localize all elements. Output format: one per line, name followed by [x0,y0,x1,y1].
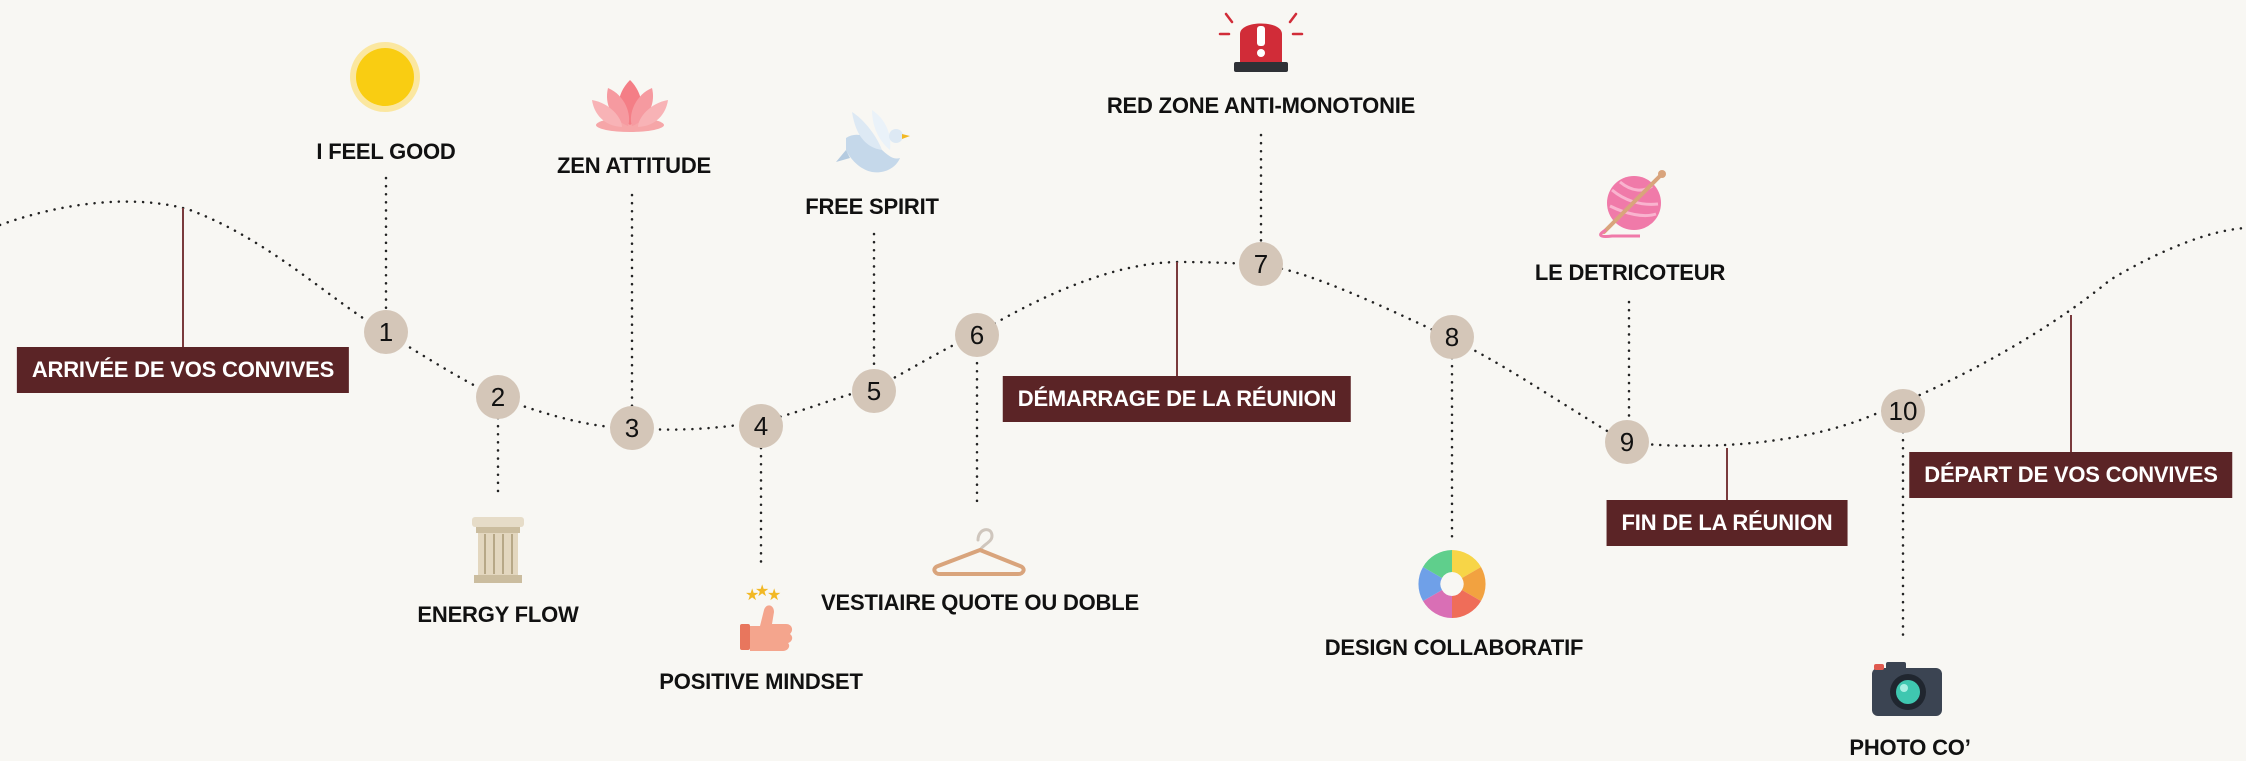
milestone-meeting-end: FIN DE LA RÉUNION [1606,500,1848,546]
stop-label-10: PHOTO CO’ [1849,735,1971,760]
thumbs-up-stars-icon: ★ ★ ★ [740,581,793,651]
stop-label-1: I FEEL GOOD [316,139,456,164]
dove-icon [836,110,910,173]
stop-label-5: FREE SPIRIT [805,194,939,219]
stop-label-9: LE DETRICOTEUR [1534,260,1726,285]
hanger-icon [932,528,1026,576]
milestone-meeting-start: DÉMARRAGE DE LA RÉUNION [1002,376,1352,422]
sun-icon [350,42,420,112]
milestone-connectors [182,208,2072,500]
stop-label-8: DESIGN COLLABORATIF [1324,635,1584,660]
siren-icon [1218,12,1304,72]
milestone-departure: DÉPART DE VOS CONVIVES [1909,452,2233,498]
svg-text:3: 3 [625,413,639,443]
lotus-icon [592,80,668,132]
stop-node-2: 2 [476,375,520,419]
svg-text:8: 8 [1445,322,1459,352]
stop-node-7: 7 [1239,242,1283,286]
stop-label-4: POSITIVE MINDSET [659,669,863,694]
stop-node-10: 10 [1881,389,1925,433]
stop-node-3: 3 [610,406,654,450]
camera-icon [1872,662,1942,716]
svg-text:9: 9 [1620,427,1634,457]
stop-node-5: 5 [852,369,896,413]
stop-label-2: ENERGY FLOW [417,602,579,627]
stop-node-4: 4 [739,404,783,448]
svg-text:4: 4 [754,411,768,441]
svg-text:★: ★ [745,585,759,604]
svg-text:2: 2 [491,382,505,412]
stop-nodes: 1 2 3 4 5 6 7 8 9 10 [364,242,1925,464]
svg-text:7: 7 [1254,249,1268,279]
milestone-arrival: ARRIVÉE DE VOS CONVIVES [16,347,350,393]
stop-node-8: 8 [1430,315,1474,359]
stop-node-6: 6 [955,313,999,357]
stop-label-6: VESTIAIRE QUOTE OU DOBLE [821,590,1139,615]
stop-node-1: 1 [364,310,408,354]
svg-text:10: 10 [1889,396,1918,426]
column-icon [472,517,524,583]
stop-connectors [384,133,1905,642]
stop-label-7: RED ZONE ANTI-MONOTONIE [1106,93,1416,118]
svg-text:★: ★ [767,585,781,604]
svg-text:★: ★ [755,581,769,600]
stop-label-3: ZEN ATTITUDE [556,153,712,178]
color-wheel-icon [1418,550,1486,618]
yarn-ball-icon [1599,170,1666,238]
svg-text:5: 5 [867,376,881,406]
svg-text:1: 1 [379,317,393,347]
svg-text:6: 6 [970,320,984,350]
stop-node-9: 9 [1605,420,1649,464]
